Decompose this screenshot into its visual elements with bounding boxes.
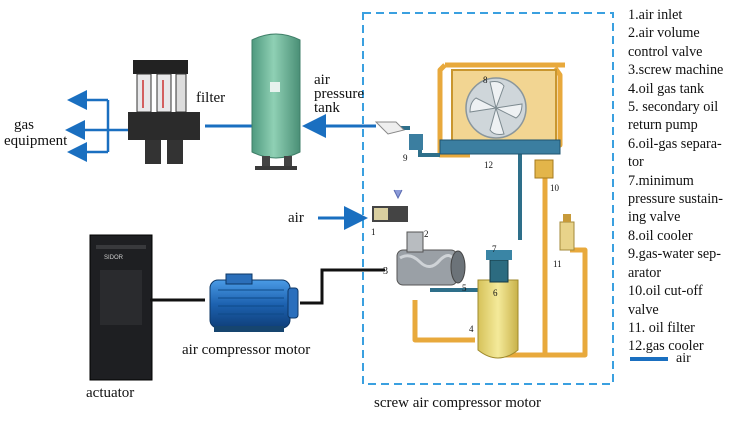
num-9: 9 bbox=[403, 153, 408, 163]
air-pressure-tank bbox=[251, 33, 301, 170]
legend-item: control valve bbox=[628, 43, 703, 60]
legend-item: valve bbox=[628, 301, 659, 318]
air-pressure-tank-label: air pressure tank bbox=[314, 72, 364, 116]
legend-item: return pump bbox=[628, 117, 698, 134]
cabinet-brand: SIDOR bbox=[104, 255, 124, 261]
legend-item: 7.minimum bbox=[628, 172, 694, 189]
legend-item: 8.oil cooler bbox=[628, 227, 693, 244]
actuator-cabinet bbox=[89, 234, 153, 381]
legend-item: 1.air inlet bbox=[628, 7, 683, 23]
legend-item: 2.air volume bbox=[628, 25, 700, 42]
legend-item: tor bbox=[628, 154, 644, 171]
oil-pipes bbox=[412, 62, 588, 358]
oil-filter bbox=[559, 214, 575, 251]
filter-label: filter bbox=[196, 90, 226, 106]
actuator-label: actuator bbox=[86, 385, 135, 401]
legend-item: 4.oil gas tank bbox=[628, 80, 705, 97]
num-5: 5 bbox=[462, 283, 467, 293]
num-3: 3 bbox=[383, 266, 388, 277]
system-boundary bbox=[362, 12, 614, 385]
num-6: 6 bbox=[493, 288, 498, 298]
oil-cutoff-valve bbox=[534, 159, 554, 179]
motor-label: air compressor motor bbox=[182, 342, 311, 358]
legend-item: ing valve bbox=[628, 209, 681, 226]
num-10: 10 bbox=[550, 183, 559, 193]
legend-item: 3.screw machine bbox=[628, 62, 724, 79]
num-11: 11 bbox=[553, 259, 562, 269]
air-inlet-label: air bbox=[288, 210, 304, 226]
num-8: 8 bbox=[483, 75, 488, 85]
legend-item: 9.gas-water sep- bbox=[628, 246, 721, 263]
legend-air-key: air bbox=[676, 351, 691, 366]
num-1: 1 bbox=[371, 227, 376, 237]
legend-item: 5. secondary oil bbox=[628, 99, 719, 116]
legend-item: 11. oil filter bbox=[628, 319, 695, 336]
legend-item: pressure sustain- bbox=[628, 191, 723, 208]
gas-water-separator bbox=[374, 121, 423, 150]
oil-gas-tank bbox=[477, 250, 519, 359]
legend-item: arator bbox=[628, 264, 662, 281]
legend-item: 12.gas cooler bbox=[628, 338, 704, 355]
legend-item: 10.oil cut-off bbox=[628, 283, 703, 300]
num-4: 4 bbox=[469, 324, 474, 334]
num-2: 2 bbox=[424, 229, 429, 239]
air-compressor-motor bbox=[209, 273, 299, 332]
screw-motor-label: screw air compressor motor bbox=[374, 395, 542, 411]
num-12: 12 bbox=[484, 160, 493, 170]
legend-item: 6.oil-gas separa- bbox=[628, 135, 722, 152]
legend: 1.air inlet 2.air volume control valve 3… bbox=[628, 6, 750, 356]
motor-to-compressor-line bbox=[300, 268, 385, 305]
screw-machine bbox=[396, 231, 466, 286]
gas-equipment-label: gas equipment bbox=[4, 117, 68, 149]
oil-cooler bbox=[439, 69, 561, 155]
num-7: 7 bbox=[492, 244, 497, 254]
gas-equipment-arrows bbox=[65, 90, 130, 162]
air-inlet-unit bbox=[372, 189, 408, 222]
filter-unit bbox=[128, 60, 200, 164]
